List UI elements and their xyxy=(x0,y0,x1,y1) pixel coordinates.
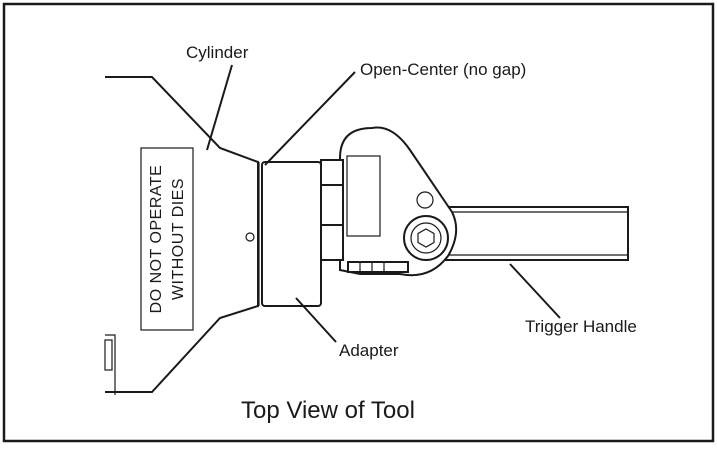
cylinder-label: Cylinder xyxy=(186,43,249,62)
pin-hole xyxy=(416,191,434,209)
open-center-label: Open-Center (no gap) xyxy=(360,60,526,79)
warning-plate xyxy=(140,147,194,331)
side-plate-edge xyxy=(105,334,116,395)
cylinder-body xyxy=(104,76,260,395)
cylinder-leader xyxy=(206,64,233,151)
open-center-leader xyxy=(264,71,356,166)
trigger-handle xyxy=(429,206,629,261)
trigger-handle-leader xyxy=(509,263,561,319)
adapter-label: Adapter xyxy=(339,341,399,360)
connector-blocks xyxy=(320,159,409,273)
figure-border xyxy=(2,2,715,443)
adapter-body xyxy=(261,161,322,307)
set-screw xyxy=(245,232,255,242)
trigger-handle-label: Trigger Handle xyxy=(525,317,637,336)
figure-caption: Top View of Tool xyxy=(241,397,415,424)
pivot-plate xyxy=(339,126,458,277)
adapter-leader xyxy=(295,297,337,343)
stamp-line-1: DO NOT OPERATE xyxy=(148,165,165,314)
stamp-line-2: WITHOUT DIES xyxy=(170,178,187,300)
warning-stamp: DO NOT OPERATE WITHOUT DIES xyxy=(148,165,187,314)
